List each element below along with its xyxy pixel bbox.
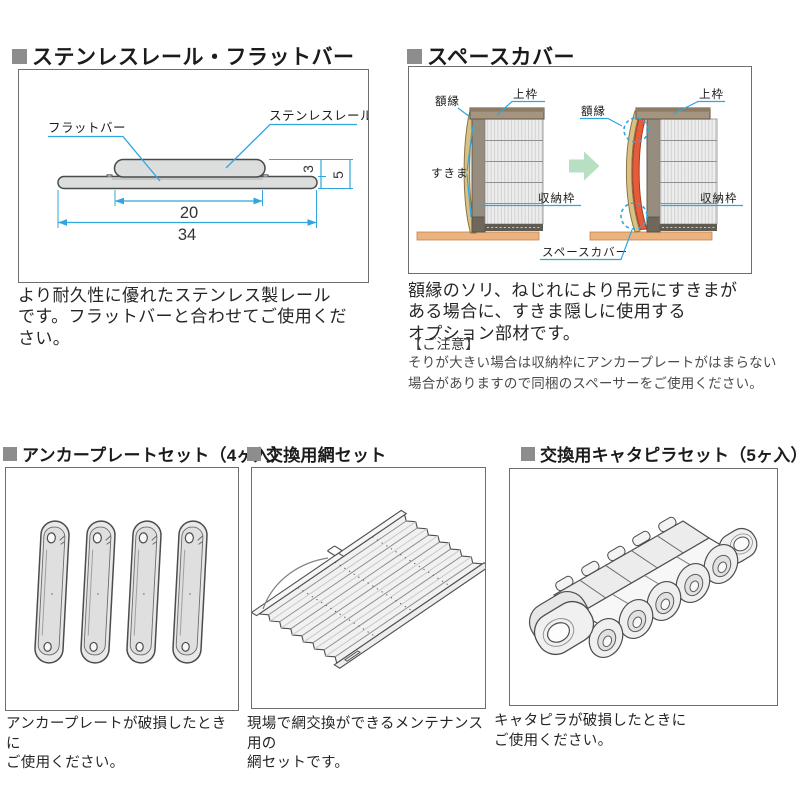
- arrowhead: [253, 197, 263, 205]
- shunou-right-label: 収納枠: [700, 191, 738, 205]
- section-marker-icon: [3, 446, 17, 461]
- screen-lines: [660, 140, 717, 204]
- section-header-rail: ステンレスレール・フラットバー: [12, 41, 355, 71]
- section-title: アンカープレートセット（4ヶ入）: [22, 446, 288, 465]
- pleat-ridges: [269, 521, 473, 657]
- stainless-rail-leader-line: [225, 123, 357, 169]
- section-marker-icon: [407, 48, 422, 64]
- leader-line: [496, 100, 545, 116]
- pleated-screen: [484, 118, 544, 225]
- dim-inner-width: 20: [180, 204, 198, 222]
- anchor-plate: [33, 519, 71, 665]
- extension-lines-height: [269, 159, 353, 189]
- dim-rail-height: 3: [300, 165, 316, 173]
- space-cover-label: スペースカバー: [542, 246, 628, 259]
- net-set-box: [251, 467, 486, 709]
- space-cover-strip: [632, 112, 648, 231]
- top-frame-lip: [470, 108, 544, 112]
- after-illustration: [589, 107, 718, 241]
- screen-lines: [485, 140, 543, 204]
- leader-line: [672, 100, 725, 115]
- transform-arrow-icon: [569, 151, 600, 181]
- top-frame-lip: [636, 108, 710, 112]
- bottom-block: [646, 216, 661, 233]
- storage-frame-bar: [471, 112, 486, 233]
- section-marker-icon: [521, 446, 535, 461]
- sukima-label: すきま: [431, 167, 469, 180]
- anchor-caption: アンカープレートが破損したときに ご使用ください。: [6, 716, 227, 772]
- before-illustration: [416, 107, 545, 241]
- caterpillar-box: [509, 468, 778, 706]
- space-cover-diagram: 額縁 上枠 すきま 収納枠: [416, 87, 743, 261]
- rail-slot: [345, 651, 360, 661]
- anchor-plate: [171, 519, 209, 665]
- arrowhead: [307, 219, 317, 226]
- storage-frame-bar: [646, 112, 661, 233]
- top-rail: [252, 510, 406, 615]
- bar-notches: [106, 174, 269, 177]
- uwawaku-left-label: 上枠: [513, 87, 538, 101]
- anchor-plate-box: [5, 467, 239, 711]
- extension-lines-34: [57, 190, 317, 228]
- rail-cross-section-diagram: フラットバー ステンレスレール 20 34 3 5: [48, 109, 368, 244]
- section-header-space-cover: スペースカバー: [407, 41, 575, 71]
- bottom-rail: [334, 563, 485, 668]
- bottom-block: [471, 216, 486, 233]
- gakubuchi-left-label: 額縁: [435, 94, 460, 108]
- rail-diagram-box: フラットバー ステンレスレール 20 34 3 5: [18, 69, 369, 283]
- section-title: スペースカバー: [427, 46, 575, 69]
- leader-line: [580, 117, 623, 127]
- notice-title: 【ご注意】: [408, 336, 480, 352]
- pleated-screen: [659, 118, 718, 225]
- caterpillar-illustration: [528, 515, 758, 664]
- flat-bar-label: フラットバー: [48, 121, 126, 135]
- leader-line: [540, 229, 633, 261]
- flat-bar-leader-line: [48, 135, 161, 182]
- caterpillar-caption: キャタピラが破損したときに ご使用ください。: [494, 713, 687, 749]
- leader-line: [457, 107, 471, 118]
- notice-text: そりが大きい場合は収納枠にアンカープレートがはまらない 場合がありますので同梱の…: [408, 355, 777, 391]
- net-caption: 現場で網交換ができるメンテナンス用の 網セットです。: [247, 716, 484, 772]
- pleated-net-illustration: [252, 468, 485, 708]
- dim-total-height: 5: [330, 171, 346, 179]
- section-title: ステンレスレール・フラットバー: [32, 46, 355, 69]
- dim-outer-width: 34: [178, 226, 196, 244]
- gakubuchi-right-label: 額縁: [581, 104, 606, 118]
- anchor-plate: [79, 519, 117, 665]
- leader-line: [466, 124, 474, 218]
- section-marker-icon: [12, 48, 27, 64]
- pleat-valleys: [270, 522, 471, 656]
- anchor-plates-illustration: [33, 519, 209, 665]
- net-sheet: [252, 506, 485, 669]
- link-dividers: [579, 535, 684, 599]
- extension-lines-20: [114, 190, 263, 206]
- section-header-anchor: アンカープレートセット（4ヶ入）: [3, 441, 288, 466]
- section-header-caterpillar: 交換用キャタピラセット（5ヶ入）: [521, 441, 800, 466]
- floor: [589, 231, 713, 241]
- knob-stem: [339, 553, 344, 556]
- section-title: 交換用網セット: [266, 446, 387, 465]
- arrowhead: [58, 219, 67, 226]
- floor: [416, 231, 540, 241]
- section-marker-icon: [247, 446, 261, 461]
- uwawaku-right-label: 上枠: [699, 87, 724, 101]
- rail-caption: より耐久性に優れたステンレス製レール です。フラットバーと合わせてご使用くだ さ…: [18, 286, 347, 348]
- shunou-left-label: 収納枠: [538, 191, 576, 205]
- section-title: 交換用キャタピラセット（5ヶ入）: [540, 446, 800, 465]
- stainless-rail-label: ステンレスレール: [269, 109, 368, 123]
- anchor-plate: [125, 519, 163, 665]
- highlight-circle-top: [623, 117, 649, 143]
- section-header-net: 交換用網セット: [247, 441, 386, 466]
- end-link-left: [528, 591, 595, 656]
- stainless-rail-shape: [113, 158, 266, 178]
- dim-lines-height: [320, 159, 351, 189]
- flat-bar-shape: [57, 175, 318, 190]
- space-cover-caption: 額縁のソリ、ねじれにより吊元にすきまが ある場合に、すきま隠しに使用する オプシ…: [408, 281, 738, 343]
- space-cover-diagram-box: 額縁 上枠 すきま 収納枠: [408, 66, 752, 274]
- highlight-circle-bottom: [620, 202, 648, 230]
- pull-cord: [262, 557, 329, 610]
- arrowhead: [115, 197, 124, 205]
